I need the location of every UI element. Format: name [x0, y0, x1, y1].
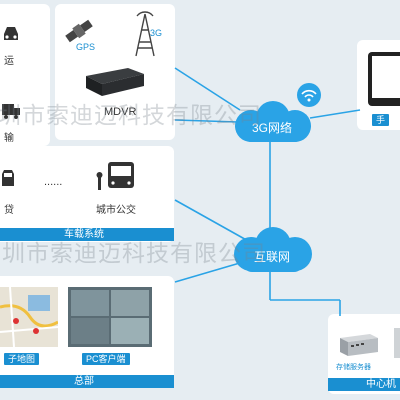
panel-vehicle-system [0, 146, 174, 242]
pc-screen-2 [111, 290, 149, 316]
label-dai: 贷 [4, 205, 14, 216]
bus-icon [96, 162, 134, 190]
watermark-top: 圳市索迪迈科技有限公司 [0, 102, 262, 128]
label-mdvr: MDVR [104, 106, 137, 118]
satellite-icon [65, 19, 93, 43]
mdvr-device-icon [86, 68, 144, 96]
cloud-internet-label: 互联网 [253, 250, 290, 264]
cloud-3g-icon [235, 101, 311, 142]
wifi-icon [297, 83, 321, 107]
label-storage: 存储服务器 [336, 364, 371, 371]
cloud-internet-icon [234, 227, 312, 272]
label-gps: GPS [76, 42, 96, 52]
tablet-caption: 手 [372, 114, 390, 126]
pc-screen-1 [71, 290, 109, 316]
tablet-icon [368, 52, 400, 106]
pc-screen-3 [71, 318, 109, 344]
truck-icon [2, 104, 20, 119]
pc-client-thumbnail [68, 287, 152, 347]
label-shu: 输 [4, 133, 14, 144]
car-front-icon [2, 170, 14, 186]
map-thumbnail [0, 287, 58, 347]
car-icon [4, 27, 18, 40]
storage-server-icon [340, 334, 378, 356]
label-3g: 3G [150, 28, 163, 38]
tablet-screen [372, 56, 400, 98]
center-bar: 中心机 [328, 378, 400, 391]
pc-screen-4 [111, 318, 149, 344]
label-dots: ...... [44, 176, 63, 188]
caption-map: 子地图 [4, 353, 40, 365]
label-yun: 运 [4, 56, 14, 67]
caption-pc-client: PC客户端 [82, 353, 130, 365]
label-city-bus: 城市公交 [96, 205, 136, 216]
cloud-3g-label: 3G网络 [251, 121, 292, 135]
vehicle-system-bar: 车载系统 [0, 228, 174, 241]
hq-bar: 总部 [0, 375, 174, 388]
tower-icon [135, 11, 155, 57]
watermark-middle: 深圳市索迪迈科技有限公司 [0, 240, 266, 266]
center-server-partial [394, 328, 400, 358]
